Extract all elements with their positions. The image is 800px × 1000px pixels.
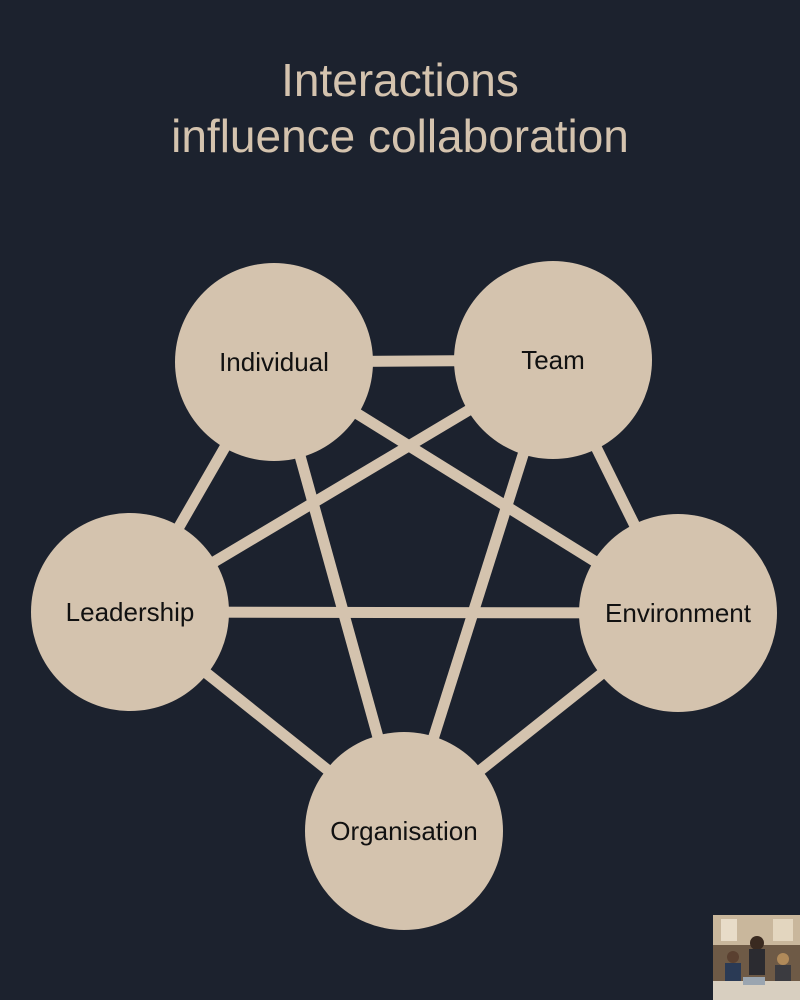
node-circle-environment [579, 514, 777, 712]
node-leadership: Leadership [31, 513, 229, 711]
meeting-photo-thumbnail [713, 915, 800, 1000]
node-team: Team [454, 261, 652, 459]
node-individual: Individual [175, 263, 373, 461]
node-label-individual: Individual [219, 347, 329, 377]
title-line-2: influence collaboration [171, 110, 629, 162]
node-circle-individual [175, 263, 373, 461]
node-circle-organisation [305, 732, 503, 930]
node-circle-leadership [31, 513, 229, 711]
page-title: Interactions influence collaboration [0, 52, 800, 164]
node-organisation: Organisation [305, 732, 503, 930]
node-label-leadership: Leadership [66, 597, 195, 627]
node-label-environment: Environment [605, 598, 752, 628]
node-circle-team [454, 261, 652, 459]
node-label-team: Team [521, 345, 585, 375]
node-environment: Environment [579, 514, 777, 712]
node-label-organisation: Organisation [330, 816, 477, 846]
title-line-1: Interactions [281, 54, 519, 106]
